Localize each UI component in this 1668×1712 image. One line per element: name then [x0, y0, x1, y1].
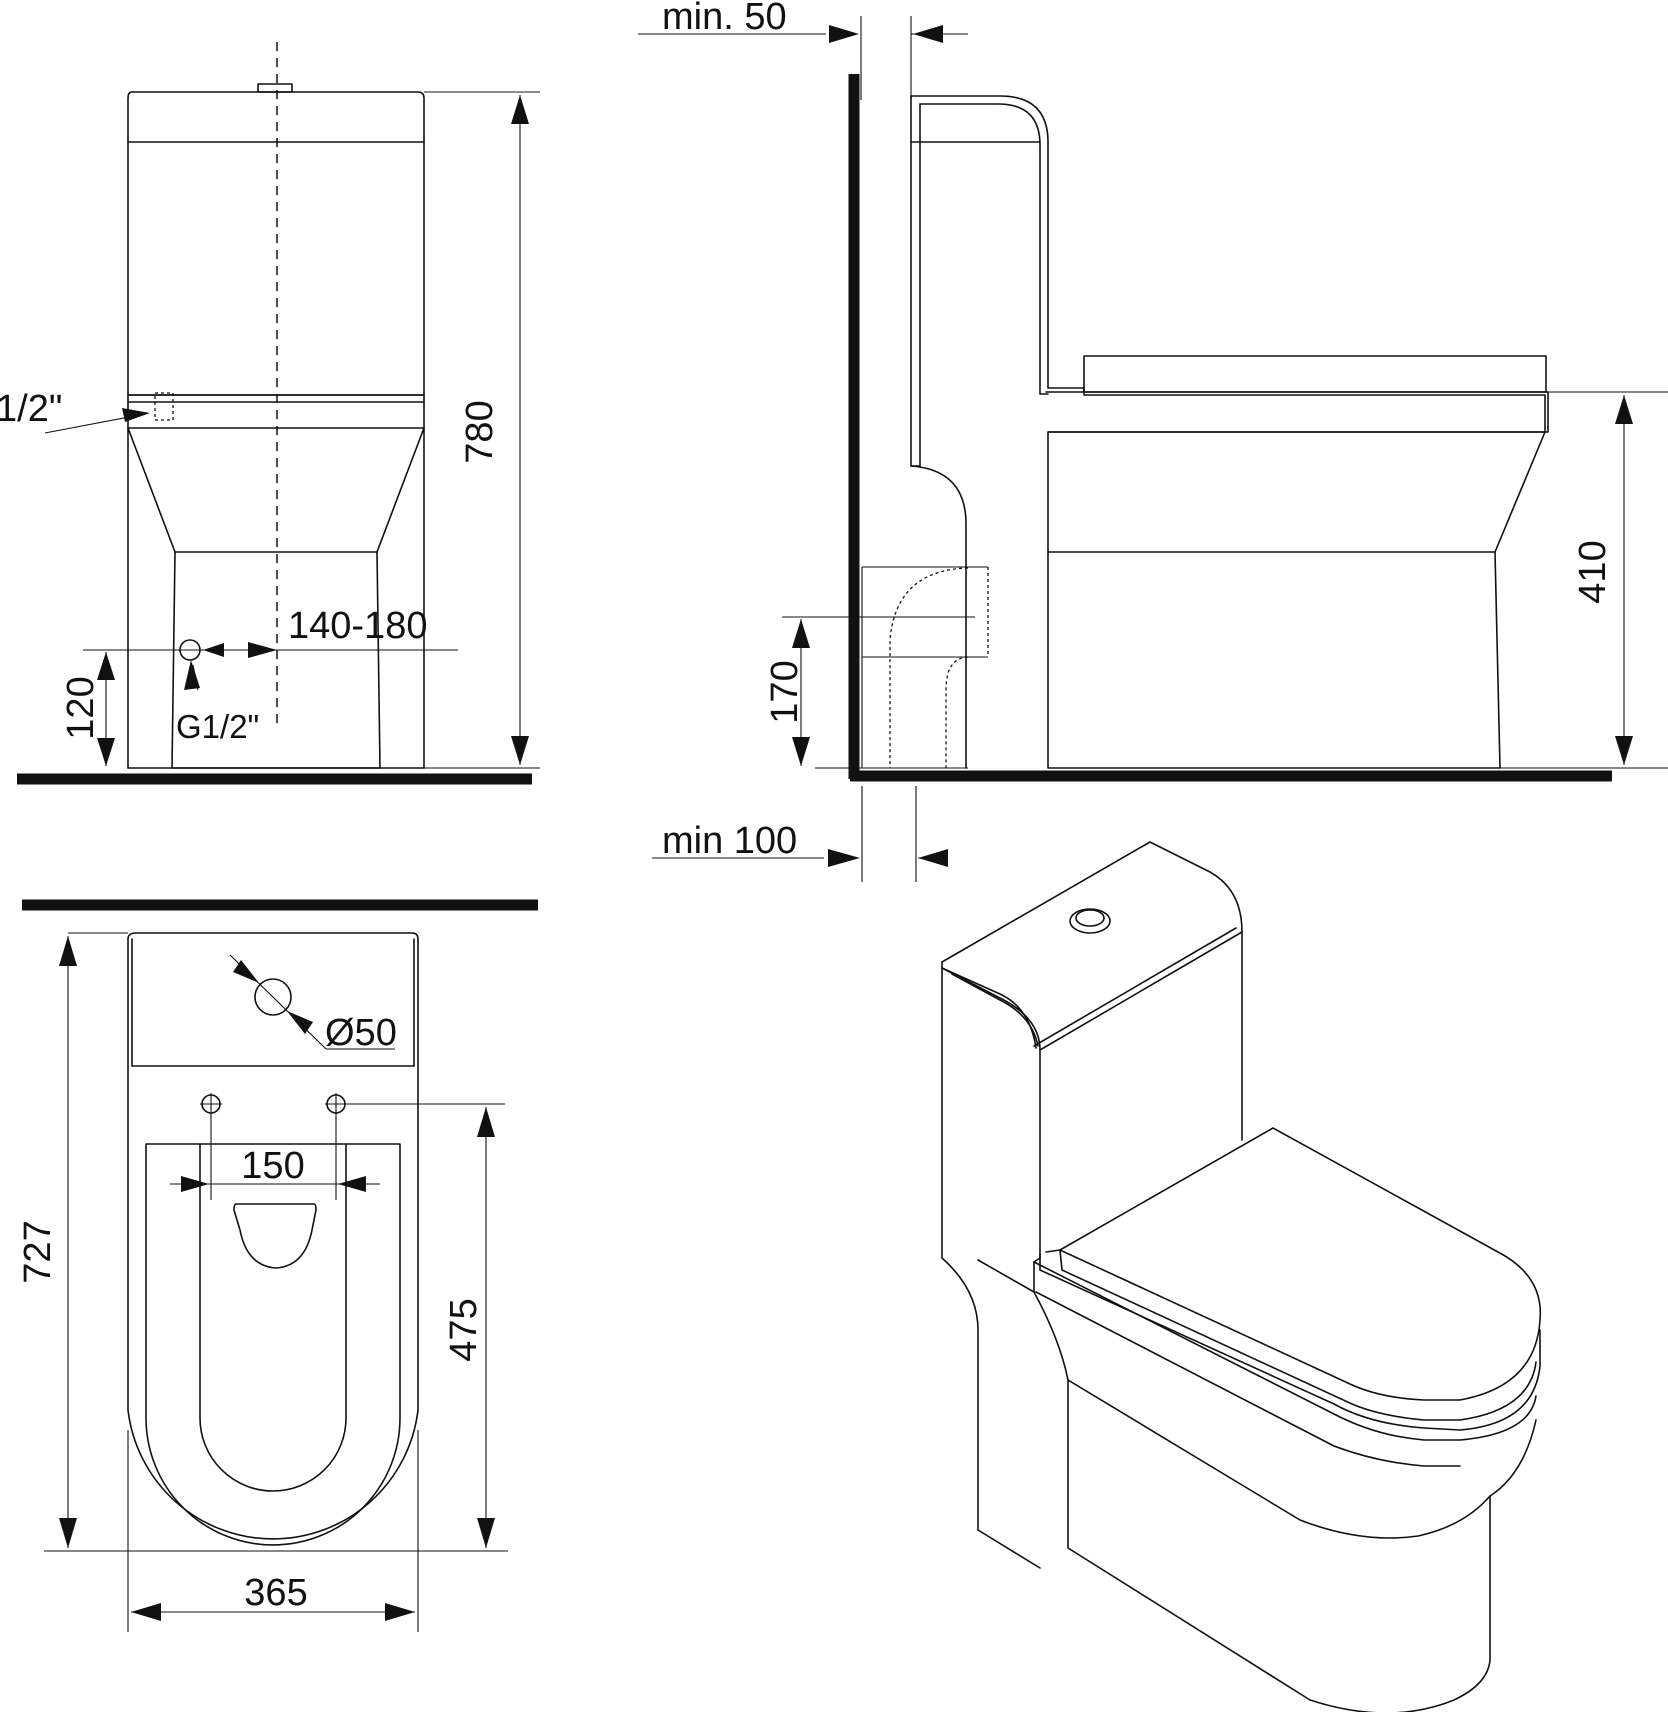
top-outline	[127, 932, 419, 1540]
height-780-label: 780	[459, 400, 501, 463]
bowl-outlet-shape	[233, 1203, 317, 1269]
wall-gap-bottom-label: min 100	[662, 820, 797, 862]
side-tank-outline	[910, 95, 1546, 433]
iso-flush-button	[1069, 908, 1111, 934]
iso-tank-front	[941, 967, 1041, 1569]
seat-height-label: 410	[1572, 540, 1614, 603]
top-seat-opening	[145, 1143, 401, 1546]
inlet-height-label: 120	[60, 676, 102, 739]
inlet-offset-label: 140-180	[288, 605, 427, 647]
top-view: Ø50 150 727 475 365	[17, 899, 538, 1632]
tank-outline	[127, 91, 425, 396]
width-365-label: 365	[244, 1572, 307, 1614]
front-view: 1/2" 780 140-180 G1/2" 120	[0, 42, 540, 785]
iso-bowl	[1033, 1291, 1537, 1712]
inlet-thread-label: G1/2"	[176, 708, 259, 745]
side-bowl	[1047, 431, 1546, 769]
tank-inlet-label: 1/2"	[0, 388, 62, 430]
iso-tank-top	[941, 841, 1243, 1141]
bolt-spacing-label: 150	[241, 1145, 304, 1187]
side-view: min. 50 170 410	[638, 0, 1668, 882]
wall-gap-top-label: min. 50	[662, 0, 787, 38]
outlet-diameter-label: Ø50	[325, 1012, 397, 1054]
isometric-view	[941, 841, 1542, 1712]
iso-seat-lid	[1059, 1127, 1542, 1401]
outlet-50-circle	[254, 978, 292, 1016]
length-727-label: 727	[17, 1220, 59, 1283]
bolt-depth-label: 475	[443, 1298, 485, 1361]
side-seat-lid	[1083, 355, 1547, 393]
outlet-height-label: 170	[764, 660, 806, 723]
tank-inlet-hidden	[154, 392, 174, 421]
flush-button	[257, 83, 293, 93]
bowl-outline	[127, 427, 425, 769]
